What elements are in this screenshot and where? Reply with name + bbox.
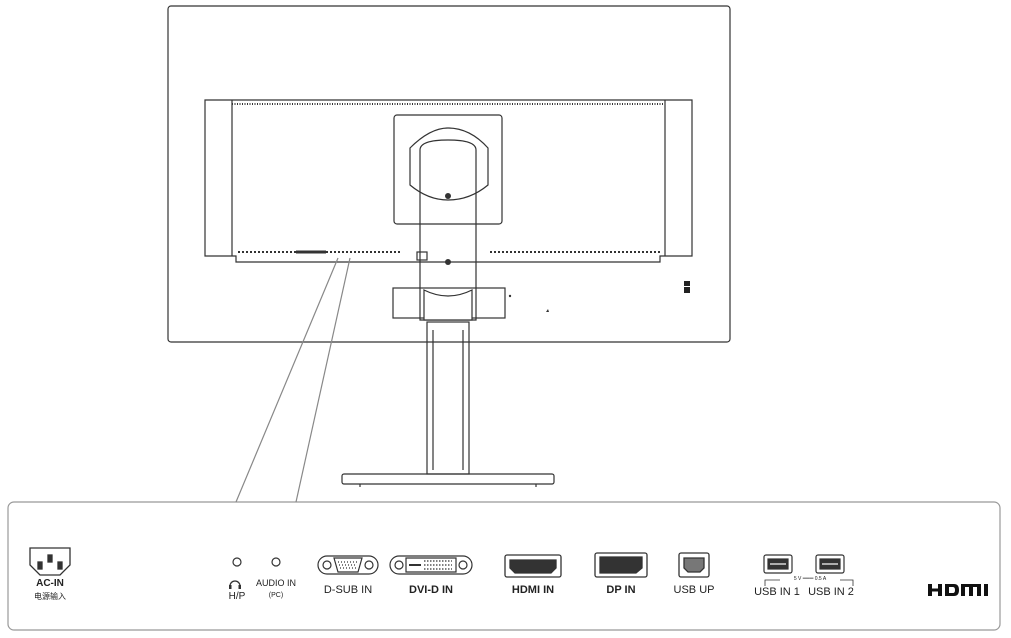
dsub-port <box>317 555 379 575</box>
headphone-icon <box>229 580 241 587</box>
usb-up-port <box>678 552 710 578</box>
hdmi-in-label: HDMI IN <box>511 584 555 596</box>
monitor-body <box>204 99 693 263</box>
usb-in-1-port <box>763 554 793 574</box>
usb-up-label: USB UP <box>673 584 715 596</box>
audio-in-sub-label: (PC) <box>268 592 284 599</box>
headphone-jack <box>232 557 242 567</box>
stand-base <box>341 473 555 485</box>
usb-in-1-label: USB IN 1 <box>754 586 800 598</box>
ac-in-sub-label: 电源输入 <box>34 592 66 601</box>
vesa-plate <box>393 114 503 225</box>
audio-in-label: AUDIO IN <box>255 578 296 588</box>
headphone-label: H/P <box>228 591 246 602</box>
monitor-frame <box>167 5 731 343</box>
hdmi-logo <box>928 584 988 596</box>
usb-power-label: 5 V ═══ 0.5 A <box>780 576 840 582</box>
dsub-label: D-SUB IN <box>323 584 373 596</box>
ac-in-label: AC-IN <box>36 578 64 589</box>
stand-neck <box>419 139 477 321</box>
ac-in-port <box>29 547 71 576</box>
port-panel <box>7 501 1001 631</box>
hdmi-port <box>504 554 562 578</box>
usb-in-2-port <box>815 554 845 574</box>
dvi-label: DVI-D IN <box>409 584 453 596</box>
dvi-port <box>389 555 473 575</box>
dp-in-label: DP IN <box>606 584 636 596</box>
audio-in-jack <box>271 557 281 567</box>
dp-port <box>594 552 648 578</box>
usb-in-2-label: USB IN 2 <box>808 586 854 598</box>
kensington-lock-icon <box>684 281 690 293</box>
